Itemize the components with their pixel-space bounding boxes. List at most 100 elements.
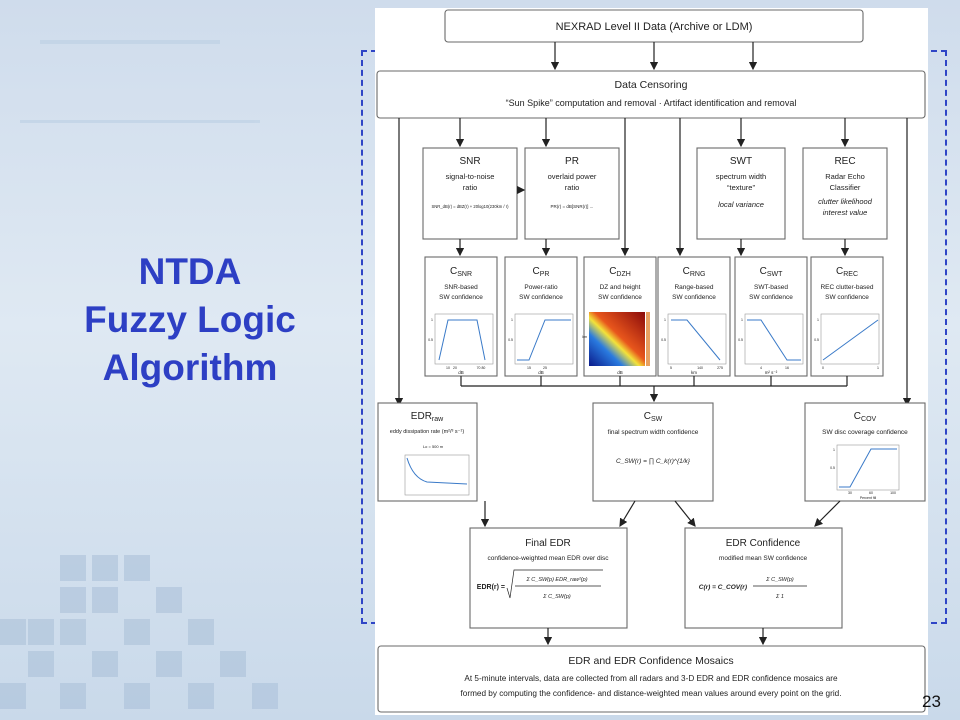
rec-line2: Classifier (830, 183, 861, 192)
nexrad-data-label: NEXRAD Level II Data (Archive or LDM) (556, 21, 753, 33)
csw-formula: C_SW(r) = ∏ C_k(r)^{1/k} (616, 458, 691, 465)
cpr-box (504, 256, 578, 377)
crec-box (810, 256, 884, 377)
final-edr-lhs: EDR(r) = (477, 584, 505, 591)
cdzh-line2: SW confidence (598, 294, 642, 301)
crec-x0: 0 (822, 366, 824, 370)
edr-confidence-lhs: C(r) = C_COV(r) (699, 584, 747, 591)
cswt-plot-frame (744, 313, 804, 365)
arrow-csw-to-final (619, 500, 636, 528)
final-edr-line1: confidence-weighted mean EDR over disc (487, 555, 609, 562)
edrraw-box (377, 402, 478, 502)
csnr-curve (438, 319, 486, 361)
cdzh-ylabel: km (582, 335, 587, 339)
swt-title: SWT (730, 156, 752, 167)
swt-line2: “texture” (727, 183, 755, 192)
csnr-x1: 10 (446, 366, 450, 370)
csnr-unit: dB (458, 370, 464, 375)
pr-box (524, 147, 620, 240)
edrraw-plot-frame (404, 454, 470, 496)
data-censoring-box (376, 70, 926, 119)
edrraw-line1: eddy dissipation rate (m²/³ s⁻¹) (390, 429, 465, 435)
data-censoring-title: Data Censoring (615, 79, 688, 91)
crec-line1: REC clutter-based (820, 284, 873, 291)
rec-line1: Radar Echo (825, 172, 865, 181)
ccov-box (804, 402, 926, 502)
csw-box (592, 402, 714, 502)
csnr-x2: 20 (453, 366, 457, 370)
ccov-x1: 30 (848, 491, 852, 495)
crng-y05: 0.5 (661, 338, 666, 342)
final-edr-title: Final EDR (525, 538, 571, 549)
cpr-plot-frame (514, 313, 574, 365)
cswt-y1: 1 (741, 318, 743, 322)
csnr-sub: SNR (457, 271, 472, 278)
rec-line3: clutter likelihood (818, 197, 873, 206)
cdzh-heatmap (589, 312, 645, 366)
csnr-line1: SNR-based (444, 284, 478, 291)
edrraw-curve (406, 457, 468, 485)
snr-formula: SNR_dB(r) = dBZ(r) + 20log10(230km / r) (431, 204, 509, 209)
edr-confidence-num: Σ C_SW(p) (765, 577, 794, 583)
crng-sub: RNG (690, 271, 706, 278)
cpr-y05: 0.5 (508, 338, 513, 342)
cswt-line2: SW confidence (749, 294, 793, 301)
flowchart-svg: NEXRAD Level II Data (Archive or LDM) Da… (376, 9, 926, 713)
csnr-line2: SW confidence (439, 294, 483, 301)
cpr-curve (517, 319, 571, 361)
cswt-sub: SWT (767, 271, 783, 278)
csnr-x3: 70 80 (477, 366, 486, 370)
final-edr-sqrt (506, 569, 603, 599)
crng-curve (671, 319, 721, 361)
final-edr-num: Σ C_SW(p) EDR_raw²(p) (525, 577, 587, 583)
ccov-curve (839, 448, 897, 488)
title-line-1: NTDA (138, 251, 242, 292)
crec-y05: 0.5 (814, 338, 819, 342)
crec-y1: 1 (817, 318, 819, 322)
crec-sub: REC (843, 271, 858, 278)
cpr-unit: dB (538, 370, 544, 375)
cpr-line1: Power-ratio (524, 284, 558, 291)
edr-confidence-den: Σ 1 (775, 594, 784, 600)
ccov-y05: 0.5 (830, 466, 835, 470)
cpr-x2: 25 (543, 366, 547, 370)
swt-line1: spectrum width (716, 172, 766, 181)
crec-line2: SW confidence (825, 294, 869, 301)
csnr-plot-frame (434, 313, 494, 365)
title-line-2: Fuzzy Logic (84, 299, 296, 340)
cswt-x1: 4 (760, 366, 762, 370)
edr-confidence-title: EDR Confidence (726, 538, 801, 549)
cswt-box (734, 256, 808, 377)
crng-line2: SW confidence (672, 294, 716, 301)
ccov-x2: 60 (869, 491, 873, 495)
crec-x1: 1 (877, 366, 879, 370)
slide-title: NTDA Fuzzy Logic Algorithm (40, 248, 340, 392)
ccov-xlabel: Percent fill (860, 496, 877, 500)
cpr-y1: 1 (511, 318, 513, 322)
crng-x2: 140 (697, 366, 703, 370)
pr-formula: PR(r) = dB[SNR(r)] ... (551, 204, 594, 209)
ccov-plot-frame (836, 444, 900, 491)
swt-box (696, 147, 786, 240)
collector-lines (460, 376, 848, 387)
cdzh-colorbar (646, 312, 650, 366)
crng-plot-frame (667, 313, 727, 365)
final-edr-box (469, 527, 628, 629)
edrraw-legend: Lo = 500 m (423, 444, 444, 449)
ccov-sub: COV (861, 416, 877, 423)
cswt-y05: 0.5 (738, 338, 743, 342)
crng-x3: 275 (717, 366, 723, 370)
arrow-ccov-to-conf (814, 500, 841, 527)
ccov-x3: 100 (890, 491, 896, 495)
flowchart-panel: NEXRAD Level II Data (Archive or LDM) Da… (375, 8, 928, 715)
snr-line2: ratio (463, 183, 478, 192)
title-line-3: Algorithm (102, 347, 278, 388)
data-censoring-desc: “Sun Spike” computation and removal · Ar… (506, 98, 797, 108)
csnr-y05: 0.5 (428, 338, 433, 342)
mosaic-title: EDR and EDR Confidence Mosaics (568, 655, 733, 667)
edrraw-title: EDRraw (411, 411, 444, 423)
page-number: 23 (922, 692, 941, 711)
snr-box (422, 147, 518, 240)
cswt-x2: 16 (785, 366, 789, 370)
crec-plot-frame (820, 313, 880, 365)
